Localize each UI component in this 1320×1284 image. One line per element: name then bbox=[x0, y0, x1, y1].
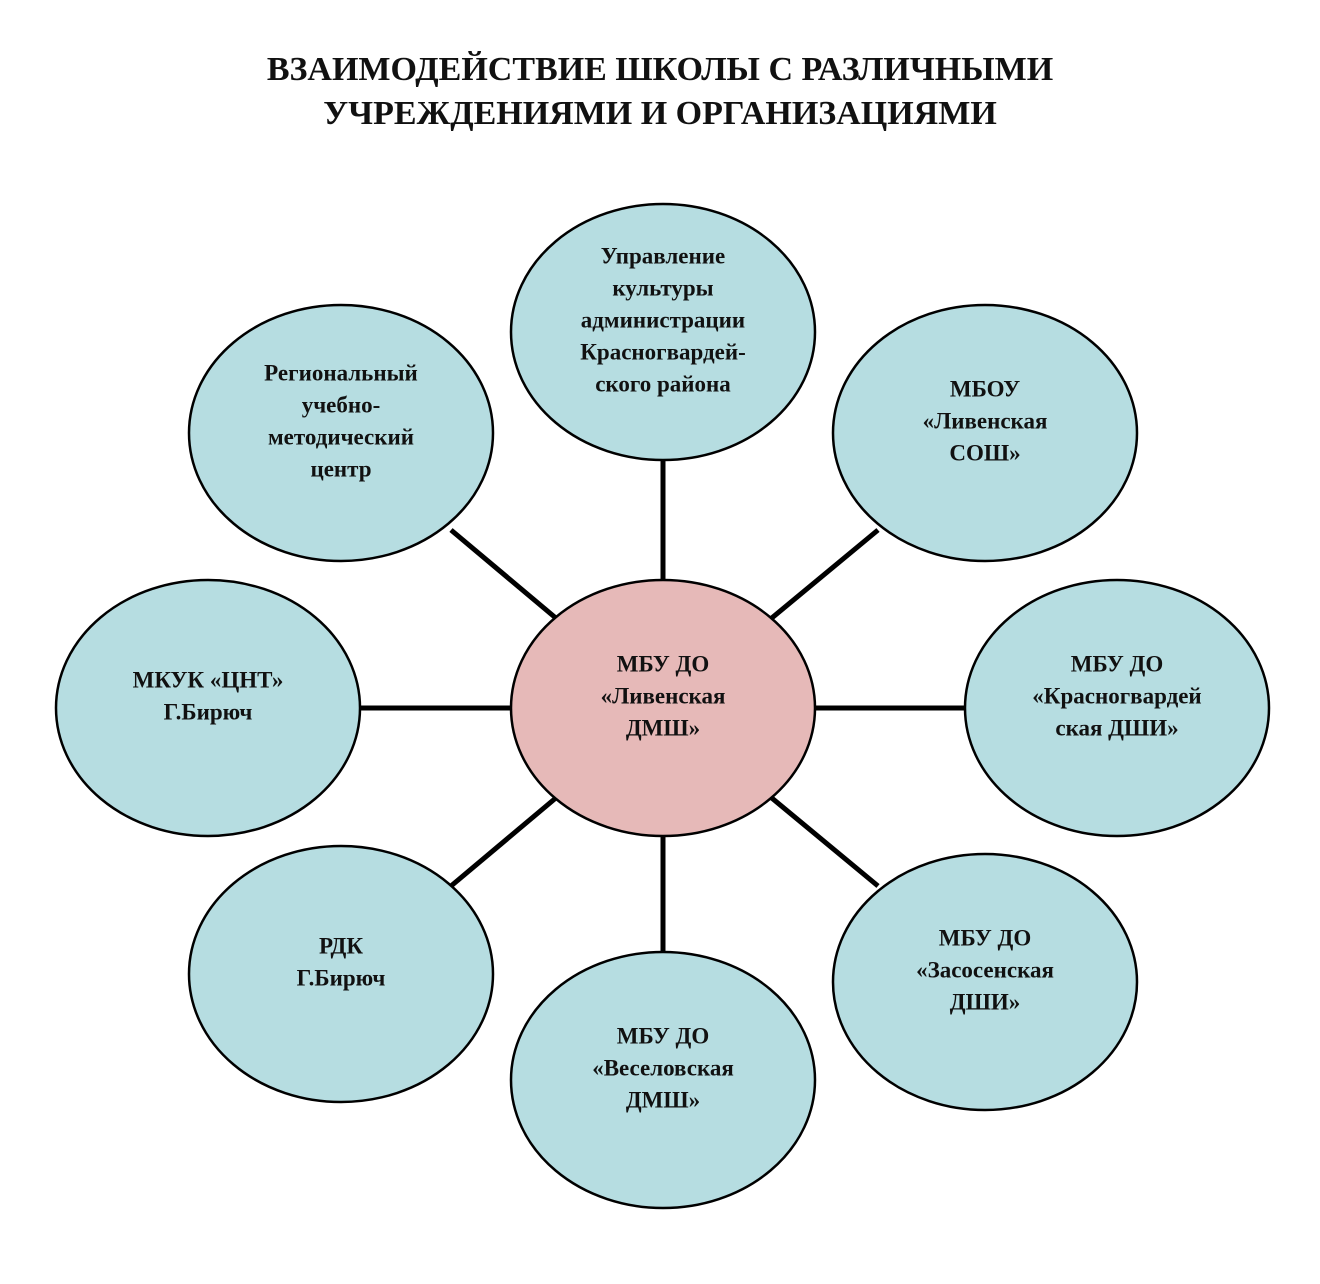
node-krasnogvardeyskaya-dshi: МБУ ДО «Красногвардей ская ДШИ» bbox=[963, 578, 1271, 838]
connector-lines bbox=[361, 460, 966, 953]
center-node-livenskaya-dmsh-label-line-1: МБУ ДО bbox=[617, 652, 709, 677]
node-upravlenie-kultury: Управление культуры администрацииКрасногва… bbox=[509, 202, 817, 462]
nodes-layer: Управление культуры администрацииКрасногва… bbox=[54, 202, 1271, 1210]
node-krasnogvardeyskaya-dshi-label-line-2: «Красногвардей bbox=[1032, 684, 1201, 709]
node-upravlenie-kultury-ellipse bbox=[509, 202, 817, 462]
node-regionalny-centr-label-line-3: методический bbox=[268, 425, 414, 450]
node-upravlenie-kultury-label-line-1: Управление bbox=[601, 244, 725, 269]
connector-node-mbou-livenskaya-sosh bbox=[769, 528, 880, 621]
diagram-title-line-1: ВЗАИМОДЕЙСТВИЕ ШКОЛЫ С РАЗЛИЧНЫМИ bbox=[266, 51, 1054, 88]
node-zasosenskaya-dshi-label-line-3: ДШИ» bbox=[950, 990, 1020, 1015]
node-zasosenskaya-dshi-label-line-2: «Засосенская bbox=[916, 958, 1054, 983]
node-regionalny-centr-label-line-1: Региональный bbox=[264, 361, 418, 386]
node-regionalny-centr-ellipse bbox=[187, 303, 495, 563]
node-mbou-livenskaya-sosh-label-line-3: СОШ» bbox=[949, 441, 1020, 466]
node-regionalny-centr-label-line-4: центр bbox=[310, 457, 371, 482]
diagram-title: ВЗАИМОДЕЙСТВИЕ ШКОЛЫ С РАЗЛИЧНЫМИ УЧРЕЖД… bbox=[0, 48, 1320, 136]
node-upravlenie-kultury-label-line-2: культуры bbox=[612, 276, 713, 301]
center-node-livenskaya-dmsh-label-line-3: ДМШ» bbox=[626, 716, 700, 741]
node-krasnogvardeyskaya-dshi-label-line-1: МБУ ДО bbox=[1071, 652, 1163, 677]
node-zasosenskaya-dshi-label-line-1: МБУ ДО bbox=[939, 926, 1031, 951]
node-upravlenie-kultury-label-line-5: ского района bbox=[595, 372, 731, 397]
diagram-title-line-2: УЧРЕЖДЕНИЯМИ И ОРГАНИЗАЦИЯМИ bbox=[323, 95, 997, 132]
node-veselovskaya-dmsh-label-line-3: ДМШ» bbox=[626, 1088, 700, 1113]
node-veselovskaya-dmsh-ellipse bbox=[509, 950, 817, 1210]
node-rdk-biryuch: РДК Г.Бирюч bbox=[187, 844, 495, 1104]
node-rdk-biryuch-label-line-2: Г.Бирюч bbox=[297, 966, 386, 991]
node-veselovskaya-dmsh-label-line-2: «Веселовская bbox=[592, 1056, 734, 1081]
center-node-livenskaya-dmsh-label-line-2: «Ливенская bbox=[601, 684, 726, 709]
node-mbou-livenskaya-sosh-label-line-2: «Ливенская bbox=[923, 409, 1048, 434]
node-mkuk-cnt-biryuch-label-line-1: МКУК «ЦНТ» bbox=[133, 668, 284, 693]
node-mkuk-cnt-biryuch: МКУК «ЦНТ» Г.Бирюч bbox=[54, 578, 362, 838]
node-mbou-livenskaya-sosh-ellipse bbox=[831, 303, 1139, 563]
connector-node-zasosenskaya-dshi bbox=[769, 795, 880, 888]
connector-node-regionalny-centr bbox=[449, 528, 557, 620]
node-regionalny-centr-label-line-2: учебно- bbox=[302, 393, 381, 418]
connector-node-rdk-biryuch bbox=[449, 796, 557, 888]
center-node-livenskaya-dmsh-ellipse bbox=[509, 578, 817, 838]
node-krasnogvardeyskaya-dshi-ellipse bbox=[963, 578, 1271, 838]
node-rdk-biryuch-label-line-1: РДК bbox=[319, 934, 363, 959]
node-veselovskaya-dmsh-label-line-1: МБУ ДО bbox=[617, 1024, 709, 1049]
node-krasnogvardeyskaya-dshi-label-line-3: ская ДШИ» bbox=[1055, 716, 1178, 741]
node-rdk-biryuch-ellipse bbox=[187, 844, 495, 1104]
node-mbou-livenskaya-sosh-label-line-1: МБОУ bbox=[950, 377, 1020, 402]
node-upravlenie-kultury-label-line-4: Красногвардей- bbox=[580, 340, 746, 365]
node-mkuk-cnt-biryuch-label-line-2: Г.Бирюч bbox=[164, 700, 253, 725]
node-upravlenie-kultury-label-line-3: администрации bbox=[581, 308, 745, 333]
node-zasosenskaya-dshi-ellipse bbox=[831, 852, 1139, 1112]
node-mkuk-cnt-biryuch-ellipse bbox=[54, 578, 362, 838]
node-regionalny-centr: Региональный учебно-методический центр bbox=[187, 303, 495, 563]
